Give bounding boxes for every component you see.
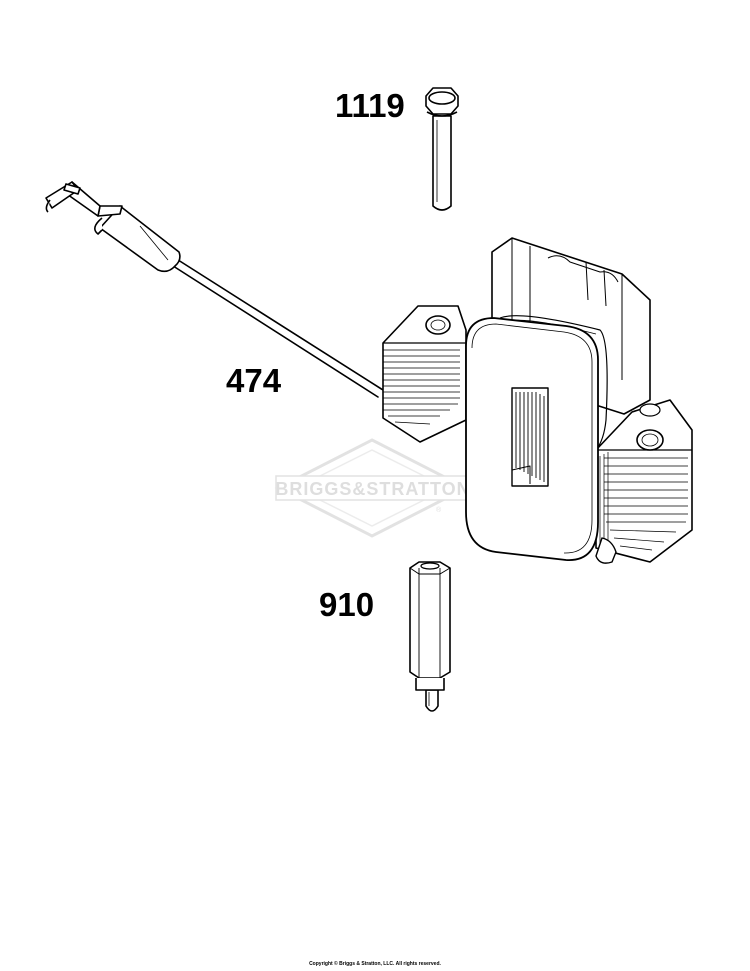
ignition-lead-wire [169,257,384,398]
part-number-1119[interactable]: 1119 [335,87,405,124]
bolt-1119-drawing [425,87,459,211]
stud-910-drawing [409,561,451,712]
part-number-910[interactable]: 910 [319,586,375,623]
watermark-registered-mark: ® [436,506,442,514]
wire-terminal-connector [45,181,181,273]
armature-474-drawing [382,237,693,564]
copyright-footer: Copyright © Briggs & Stratton, LLC. All … [309,961,441,967]
briggs-stratton-watermark: BRIGGS&STRATTON ® [274,438,471,538]
part-number-474[interactable]: 474 [226,362,282,399]
watermark-brand-text: BRIGGS&STRATTON [275,479,470,499]
